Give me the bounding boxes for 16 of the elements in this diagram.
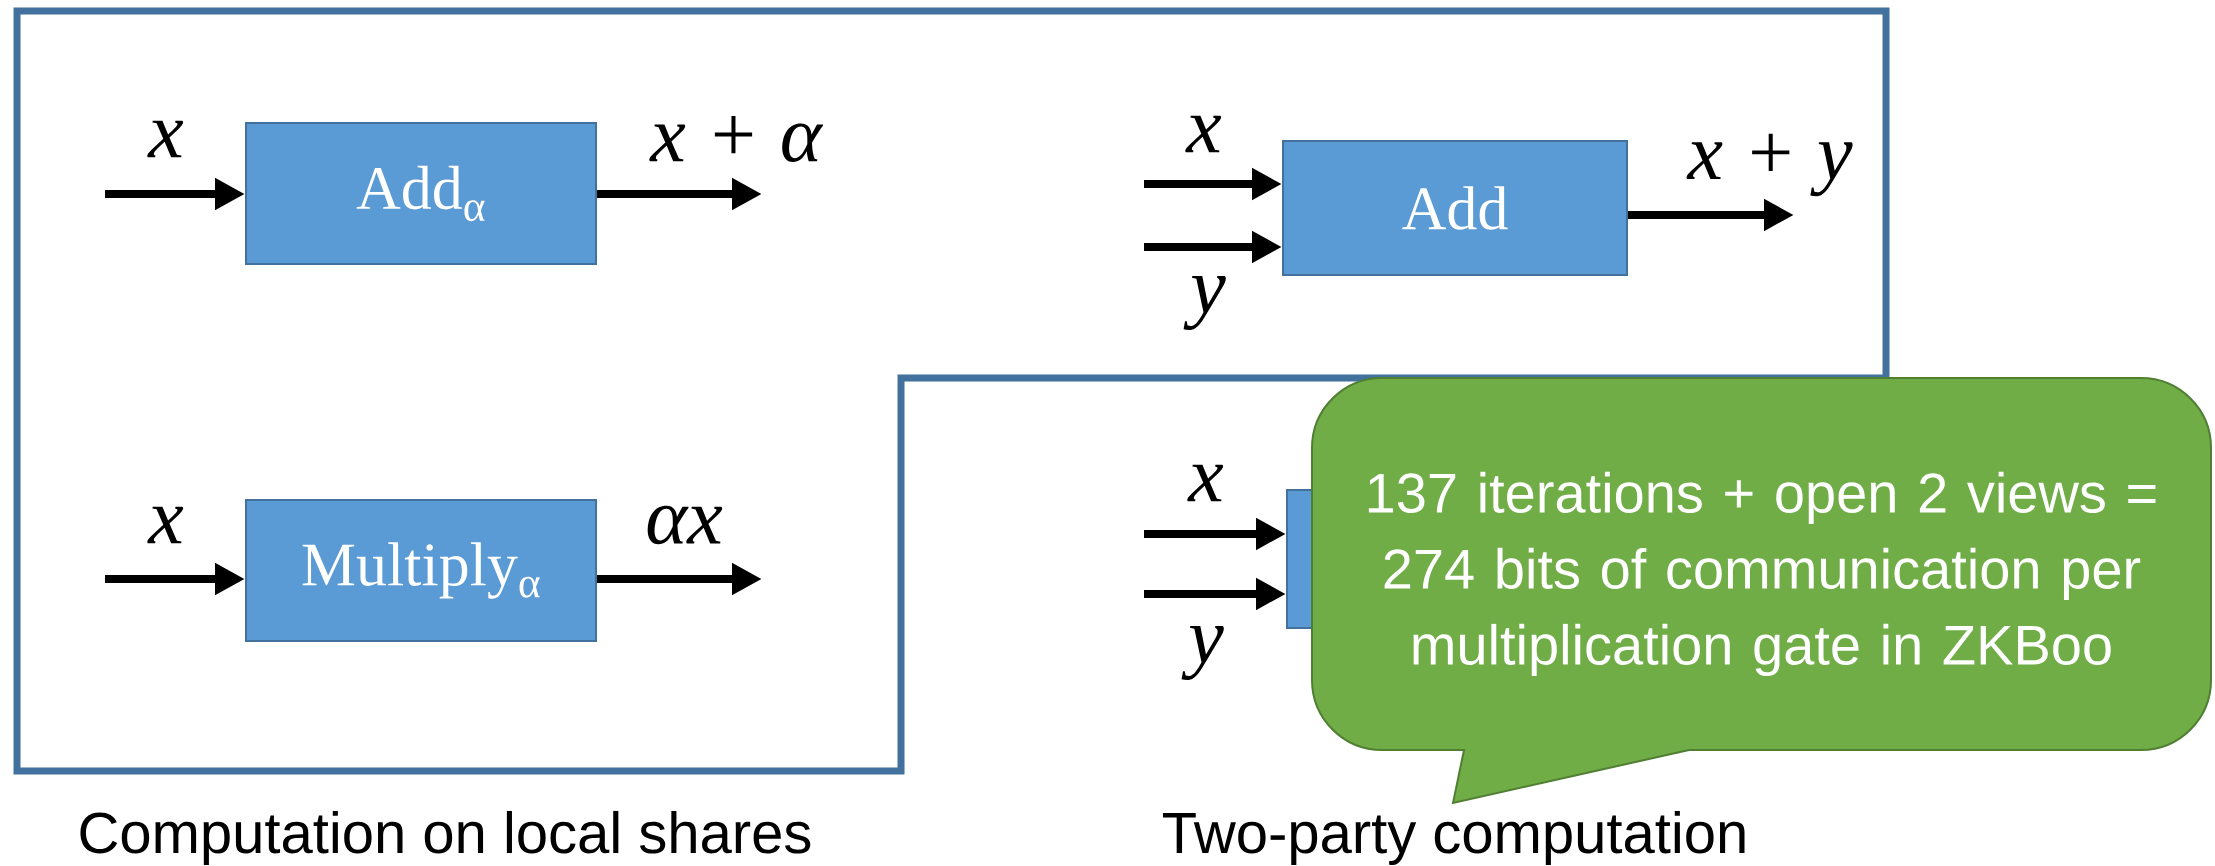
edge-label: x <box>147 506 184 544</box>
speech-bubble: 137 iterations + open 2 views = 274 bits of communication per multiplication gate in ZKBoo <box>1311 377 2212 804</box>
edge-label: x <box>1185 115 1222 153</box>
edge-label: x + α <box>649 115 824 162</box>
region-caption: Two-party computation <box>1162 810 1745 865</box>
edge-label: y <box>1181 626 1224 680</box>
operation-box: Add$_{α}$ <box>245 122 597 265</box>
edge-label: y <box>1183 276 1226 330</box>
edge-label: x <box>1187 464 1224 502</box>
region-caption: Computation on local shares <box>80 810 811 865</box>
operation-box: Add <box>1282 140 1628 276</box>
edge-label: x <box>147 120 184 158</box>
edge-label: αx <box>647 505 723 545</box>
edge-label: x + y <box>1686 133 1853 197</box>
operation-box: Multiply$_{α}$ <box>245 499 597 642</box>
operation-box <box>1286 489 1314 629</box>
